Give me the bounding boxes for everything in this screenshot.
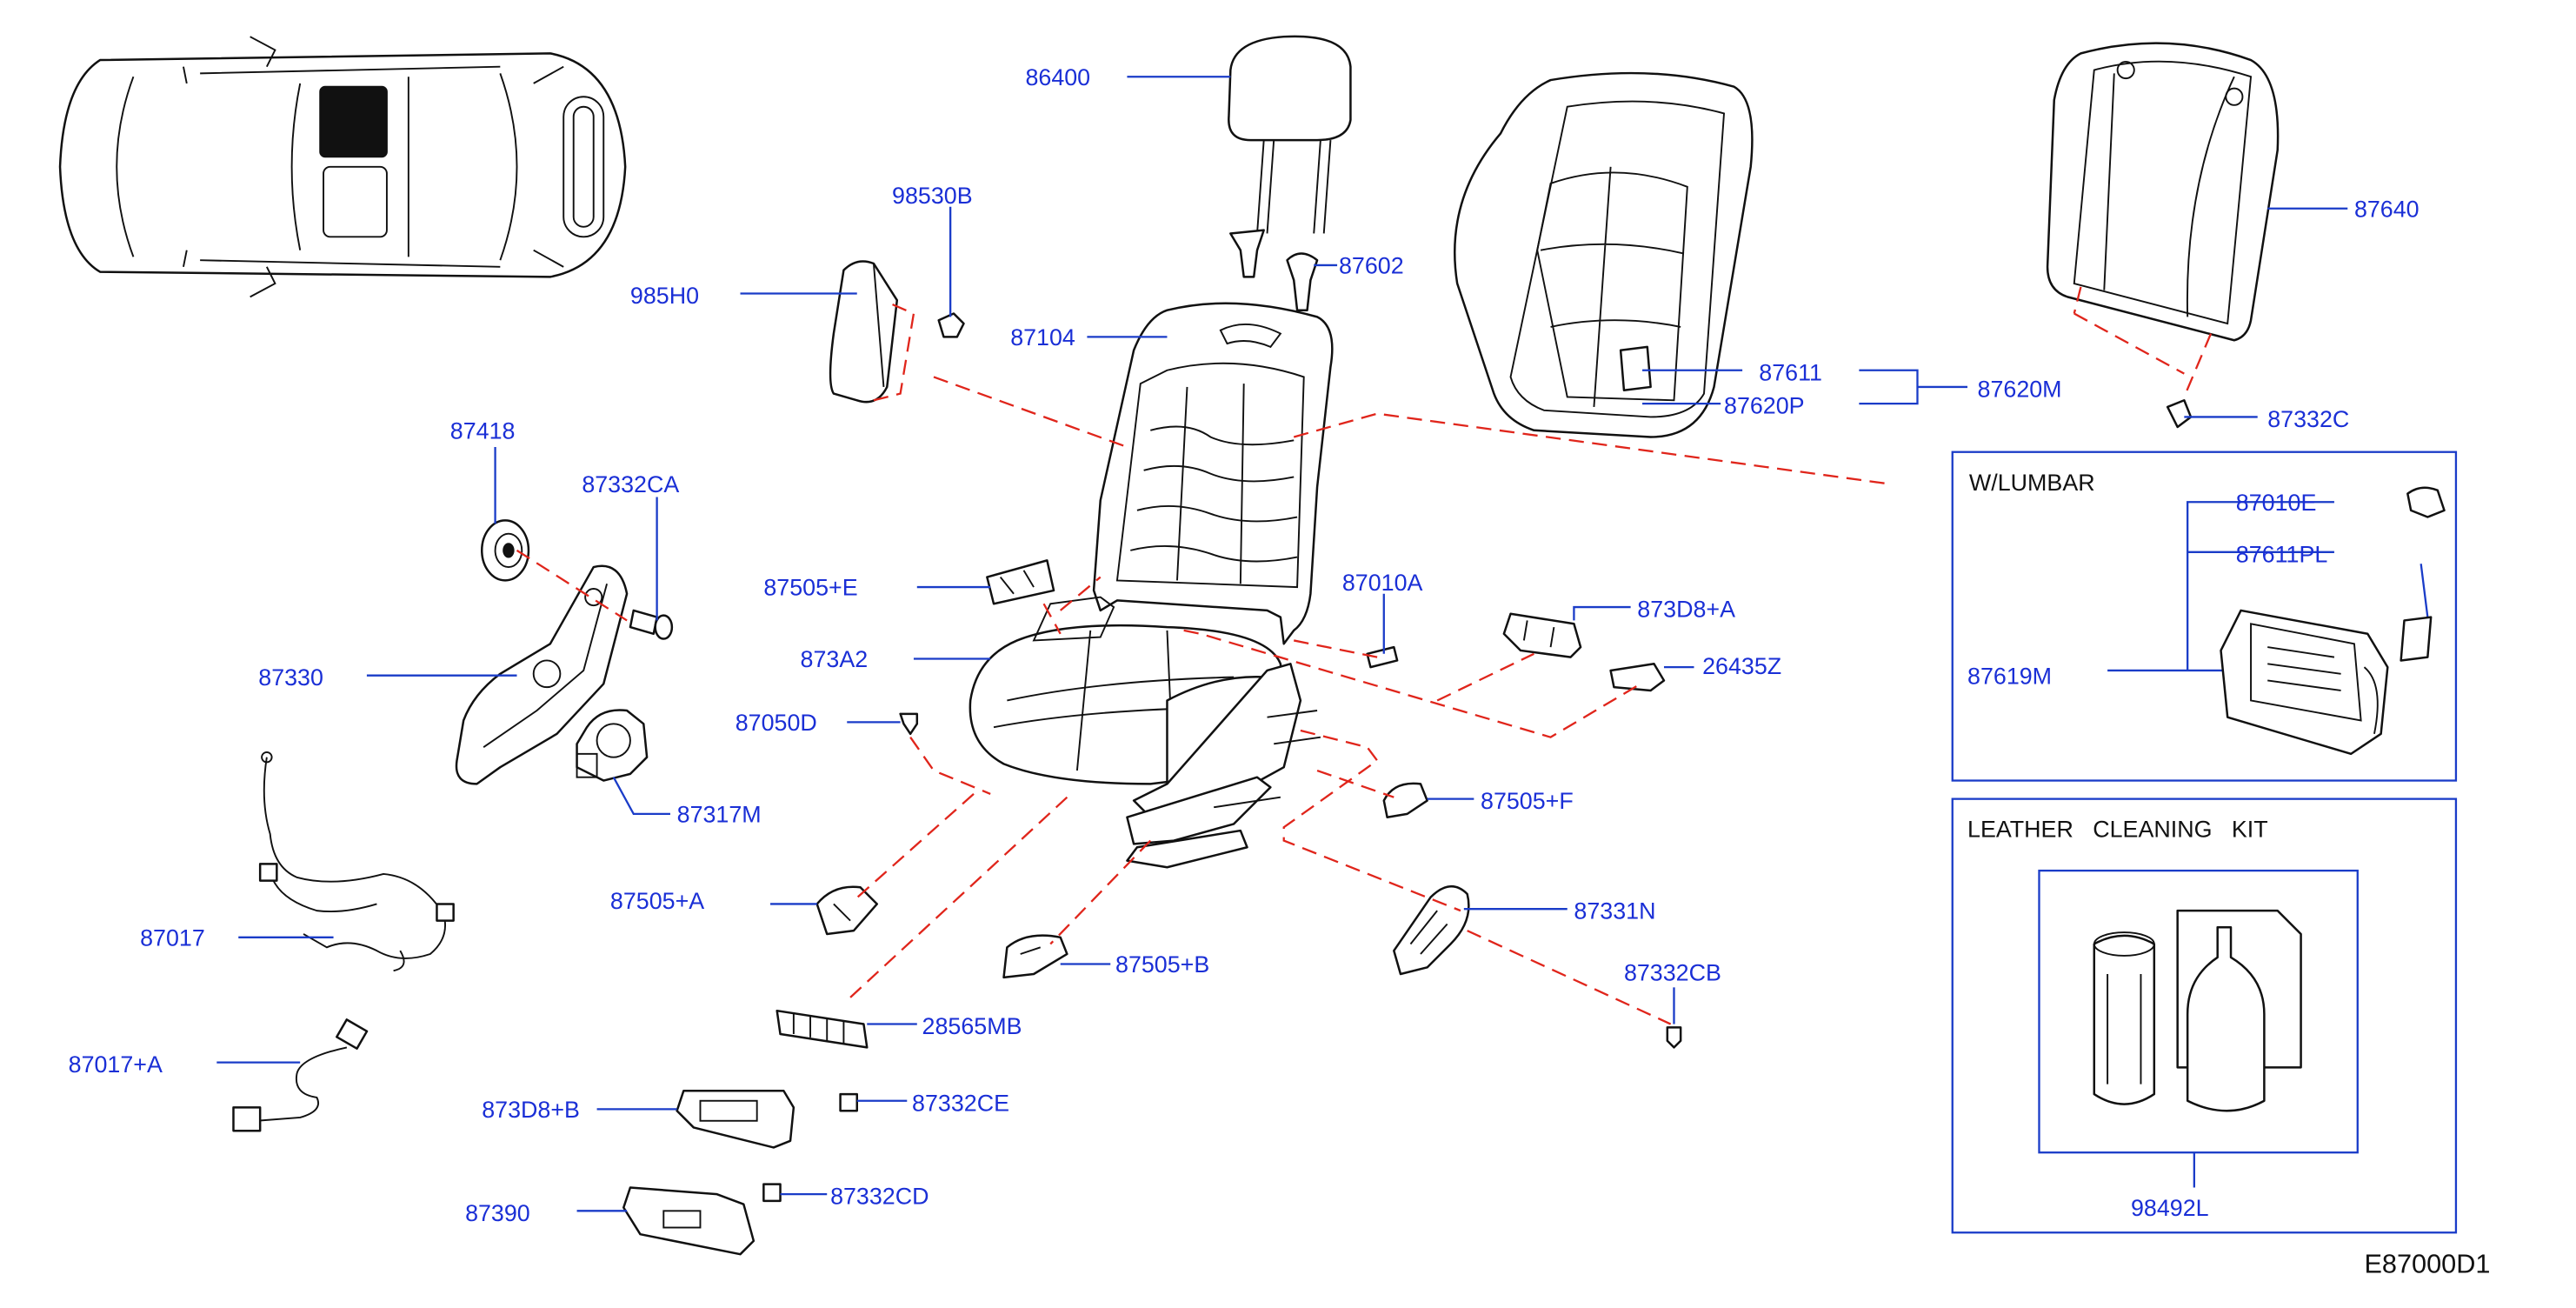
label-87640[interactable]: 87640 [2353,195,2420,223]
label-87330[interactable]: 87330 [258,664,323,691]
label-873D8B[interactable]: 873D8+B [482,1096,580,1123]
label-87332CE[interactable]: 87332CE [912,1089,1010,1117]
label-87332CD[interactable]: 87332CD [830,1182,929,1210]
label-98530B[interactable]: 98530B [892,182,973,209]
inset-lumbar-title: W/LUMBAR [1968,468,2095,496]
screw-ce [839,1092,859,1112]
motor [576,709,649,782]
label-28565MB[interactable]: 28565MB [922,1012,1022,1039]
label-87050D[interactable]: 87050D [735,709,817,736]
seat-back-pad [1454,71,1754,438]
label-87505B[interactable]: 87505+B [1115,951,1210,978]
car-top-view [58,36,627,298]
label-98492L[interactable]: 98492L [2130,1194,2209,1221]
label-87104[interactable]: 87104 [1010,324,1075,350]
label-87017[interactable]: 87017 [140,924,205,951]
label-87611[interactable]: 87611 [1759,358,1822,386]
label-87010A[interactable]: 87010A [1341,568,1423,596]
label-87017A[interactable]: 87017+A [68,1051,163,1078]
screw-cb [1666,1026,1682,1049]
label-87505F[interactable]: 87505+F [1481,787,1574,814]
bolt-a [1366,645,1399,669]
seat-back-frame [1092,302,1334,645]
label-873D8A[interactable]: 873D8+A [1637,595,1736,623]
label-86400[interactable]: 86400 [1025,63,1091,90]
clip-icon [2166,399,2193,429]
cover-873d8a [1502,612,1582,658]
label-87620P[interactable]: 87620P [1724,391,1805,419]
label-87332CB[interactable]: 87332CB [1623,958,1721,986]
label-87010E[interactable]: 87010E [2235,488,2317,516]
leader-lines [216,76,2348,1212]
cover-873d8b [676,1090,795,1149]
label-985H0[interactable]: 985H0 [629,282,700,309]
label-873A2[interactable]: 873A2 [800,645,869,672]
nut-icon [937,312,965,338]
label-87505A[interactable]: 87505+A [609,887,705,914]
sunroof-icon [319,85,388,158]
seat-rails [1126,663,1321,869]
label-87602[interactable]: 87602 [1339,251,1404,279]
cover-a [815,885,879,936]
clip-87050d [899,712,919,736]
inset-lumbar-box [1951,450,2458,782]
inset-kit-title: LEATHER CLEANING KIT [1967,815,2268,843]
side-cover [455,564,629,785]
label-87332CA[interactable]: 87332CA [582,470,680,497]
screw-cd [762,1183,782,1203]
label-87317M[interactable]: 87317M [676,800,762,828]
knob [481,519,530,582]
label-87620M[interactable]: 87620M [1977,375,2062,403]
label-87418[interactable]: 87418 [449,417,516,444]
label-87611PL[interactable]: 87611PL [2235,540,2328,568]
label-87619M[interactable]: 87619M [1967,662,2053,690]
label-26435Z[interactable]: 26435Z [1702,651,1782,679]
harness-a [232,1018,369,1132]
screw-ca [629,609,674,640]
switch-87390 [622,1186,755,1256]
cover-f [1382,782,1428,818]
label-87505E[interactable]: 87505+E [763,573,858,601]
side-trim [829,260,965,404]
label-87332C[interactable]: 87332C [2267,405,2350,432]
diagram-code: E87000D1 [2364,1251,2491,1279]
label-87331N[interactable]: 87331N [1574,897,1656,924]
label-87390[interactable]: 87390 [465,1198,530,1226]
module-28565mb [775,1009,869,1049]
cover-b [1002,934,1068,979]
seat-back-trim [2046,42,2280,429]
harness [258,751,455,972]
assembly-lines [516,286,2213,1025]
inset-kit-box [1951,797,2458,1234]
headrest [1228,35,1352,311]
cover-87331n [1393,885,1470,976]
lamp-26435z [1609,663,1666,692]
cover-e [986,559,1055,605]
